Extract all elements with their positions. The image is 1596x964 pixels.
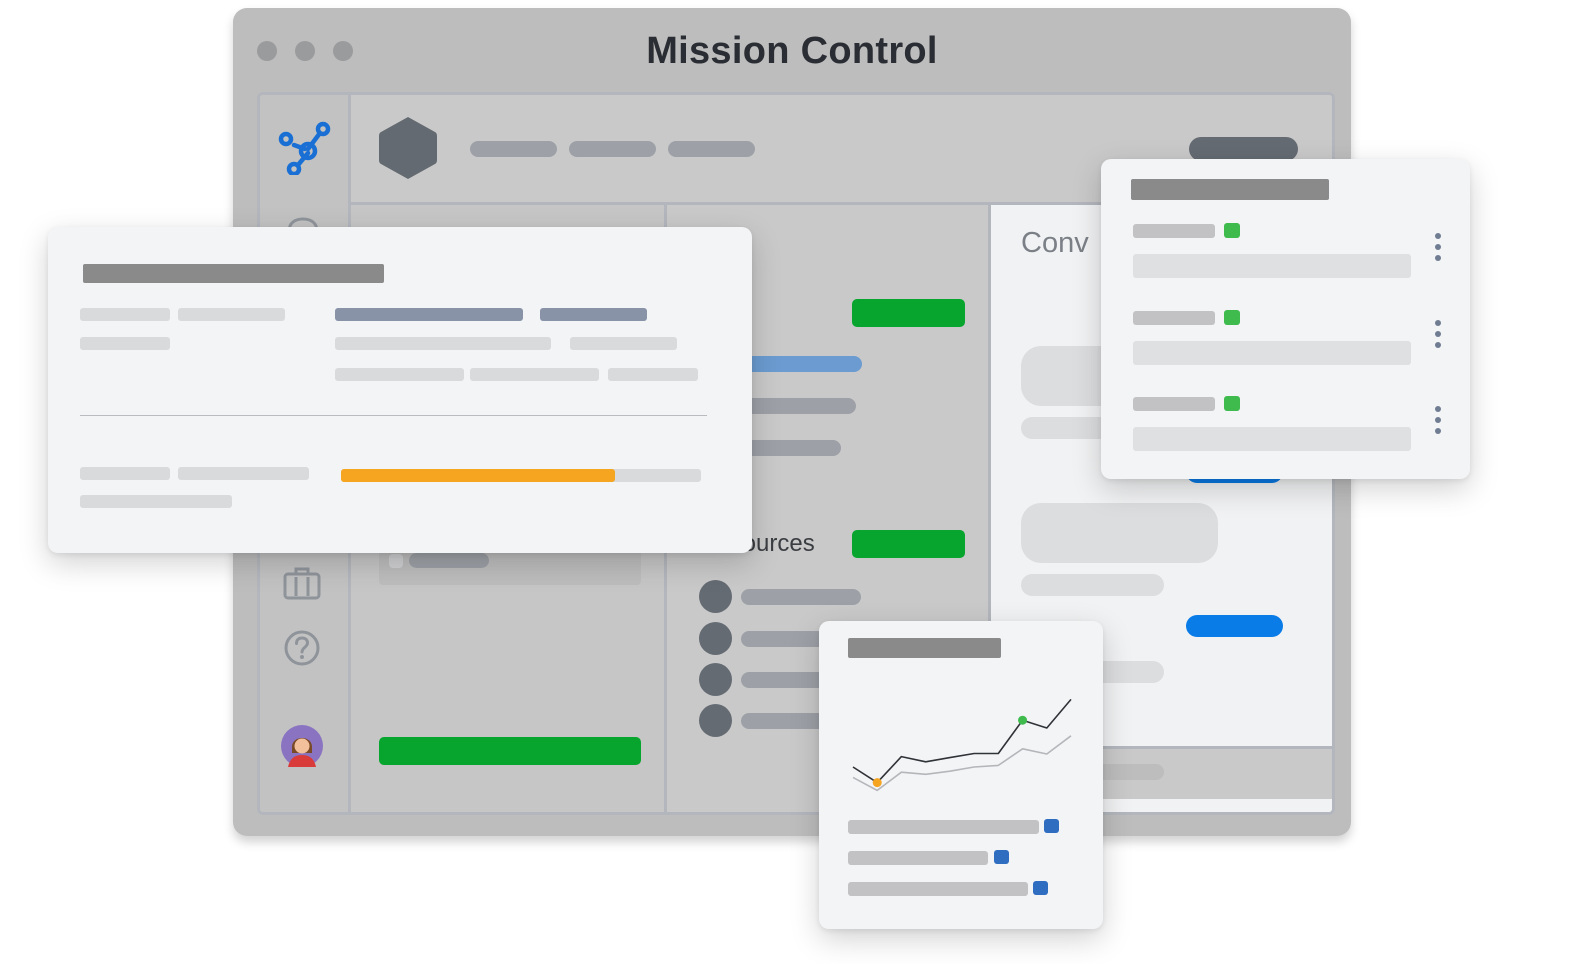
status-indicator <box>1224 310 1240 325</box>
message-bubble <box>1021 503 1218 563</box>
field-label <box>178 308 285 321</box>
task-item[interactable] <box>727 440 841 456</box>
window-minimize-button[interactable] <box>295 41 315 61</box>
legend-swatch <box>1033 881 1048 895</box>
window-title: Mission Control <box>646 30 938 72</box>
network-logo-icon[interactable] <box>274 115 334 175</box>
more-options-icon[interactable] <box>1435 406 1441 439</box>
help-icon[interactable] <box>282 628 322 668</box>
legend-label <box>848 820 1039 834</box>
field-label <box>80 467 170 480</box>
field-label <box>80 337 170 350</box>
chart-point-marker-2[interactable] <box>1018 715 1028 725</box>
resource-avatar[interactable] <box>699 704 732 737</box>
legend-swatch <box>1044 819 1059 833</box>
status-indicator <box>1224 223 1240 238</box>
account-button[interactable] <box>1189 137 1298 161</box>
status-item-label <box>1133 224 1215 238</box>
legend-swatch <box>994 850 1009 864</box>
more-options-icon[interactable] <box>1435 320 1441 353</box>
nav-tab-2[interactable] <box>569 141 656 157</box>
field-label <box>80 308 170 321</box>
resource-name <box>741 631 841 647</box>
resources-status-badge[interactable] <box>852 530 965 558</box>
details-card-title <box>83 264 384 283</box>
conversations-icon[interactable] <box>283 215 323 231</box>
resource-name <box>741 713 841 729</box>
briefcase-icon[interactable] <box>282 565 322 601</box>
field-value <box>335 337 551 350</box>
tasks-status-badge[interactable] <box>852 299 965 327</box>
avatar[interactable] <box>281 725 323 767</box>
field-value <box>608 368 698 381</box>
status-list-card <box>1101 159 1470 479</box>
window-maximize-button[interactable] <box>333 41 353 61</box>
status-list-item[interactable] <box>1101 306 1470 370</box>
trend-line-chart <box>852 698 1072 792</box>
task-item-active[interactable] <box>727 356 862 372</box>
legend-label <box>848 851 988 865</box>
workspace-hexagon-icon[interactable] <box>377 115 439 181</box>
field-label <box>80 495 232 508</box>
status-item-label <box>1133 397 1215 411</box>
status-list-item[interactable] <box>1101 392 1470 456</box>
resource-avatar[interactable] <box>699 580 732 613</box>
chart-series-line-2 <box>852 735 1072 792</box>
chart-point-marker-1[interactable] <box>872 778 882 788</box>
message-meta <box>1021 574 1164 596</box>
legend-label <box>848 882 1028 896</box>
outgoing-message <box>1186 615 1283 637</box>
window-close-button[interactable] <box>257 41 277 61</box>
status-indicator <box>1224 396 1240 411</box>
primary-action-button[interactable] <box>379 737 641 765</box>
chart-series-line-1 <box>852 698 1072 784</box>
divider <box>80 415 707 416</box>
field-link[interactable] <box>335 308 523 321</box>
nav-tab-1[interactable] <box>470 141 557 157</box>
progress-bar <box>341 469 701 482</box>
list-item-label <box>409 553 489 568</box>
resource-name <box>741 672 841 688</box>
progress-bar-fill <box>341 469 615 482</box>
field-link[interactable] <box>540 308 647 321</box>
list-item-checkbox[interactable] <box>389 554 403 568</box>
task-item[interactable] <box>727 398 856 414</box>
nav-tab-3[interactable] <box>668 141 755 157</box>
resource-name <box>741 589 861 605</box>
conversations-heading: Conv <box>1021 227 1089 259</box>
resource-avatar[interactable] <box>699 663 732 696</box>
field-value <box>570 337 677 350</box>
chart-card <box>819 621 1103 929</box>
status-list-item[interactable] <box>1101 219 1470 283</box>
status-item-label <box>1133 311 1215 325</box>
details-card <box>48 227 752 553</box>
resource-avatar[interactable] <box>699 622 732 655</box>
status-item-detail <box>1133 341 1411 365</box>
status-item-detail <box>1133 254 1411 278</box>
status-card-title <box>1131 179 1329 200</box>
field-label <box>178 467 309 480</box>
more-options-icon[interactable] <box>1435 233 1441 266</box>
field-value <box>335 368 464 381</box>
chart-card-title <box>848 638 1001 658</box>
field-value <box>470 368 599 381</box>
status-item-detail <box>1133 427 1411 451</box>
